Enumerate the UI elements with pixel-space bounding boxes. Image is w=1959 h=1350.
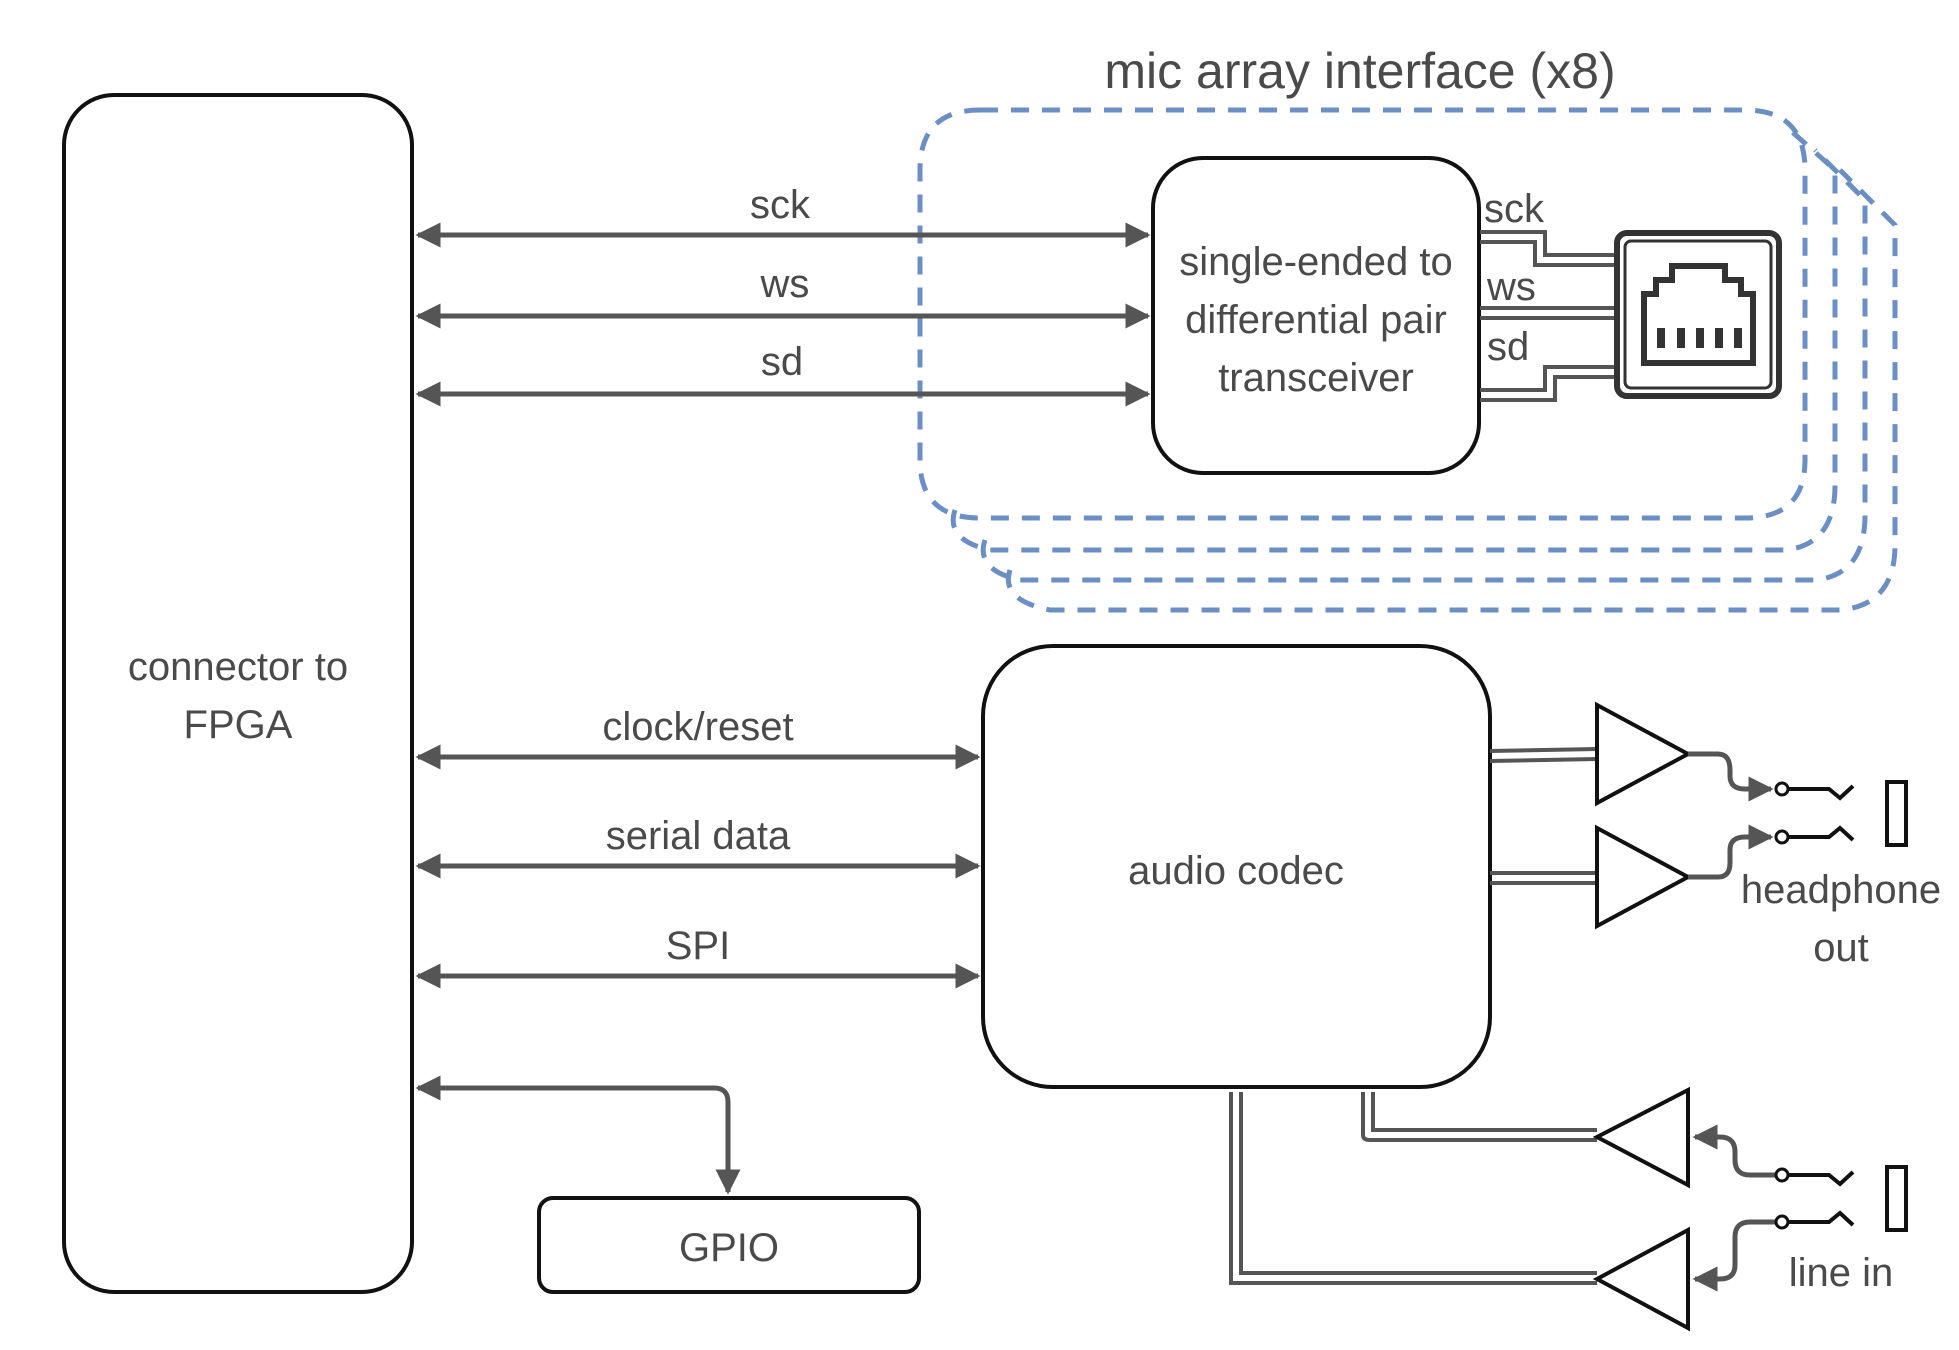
connector-label-line1: connector to — [128, 645, 348, 689]
connector-to-fpga-block — [62, 93, 414, 1294]
mic-array-dashed-outline-3 — [1006, 168, 1898, 613]
ethernet-port-icon — [1614, 230, 1782, 399]
line-in-label: line in — [1789, 1251, 1894, 1295]
headphone-out-arrow-2 — [1688, 824, 1774, 880]
gpio-arrow — [415, 1075, 741, 1195]
line-in-amp-1 — [1361, 1086, 1690, 1189]
headphone-out-arrow-1 — [1688, 751, 1774, 802]
headphone-out-label-line1: headphone — [1741, 868, 1941, 912]
ws-label: ws — [760, 262, 810, 306]
line-in-arrow-1 — [1692, 1124, 1775, 1178]
diff-sck-label: sck — [1484, 187, 1545, 231]
mic-array-dashed-outline — [917, 107, 1808, 521]
clock-reset-label: clock/reset — [602, 705, 793, 749]
serial-data-label: serial data — [606, 814, 791, 858]
audio-jack-icon — [1774, 1165, 1908, 1232]
gpio-block — [537, 1196, 921, 1294]
sd-label: sd — [761, 340, 803, 384]
transceiver-label-line2: differential pair — [1185, 298, 1447, 342]
transceiver-block — [1151, 156, 1481, 475]
mic-array-dashed-outline-1 — [950, 128, 1838, 553]
headphone-amp-1 — [1489, 701, 1693, 807]
audio-codec-label: audio codec — [1128, 849, 1344, 893]
spi-label: SPI — [666, 924, 730, 968]
transceiver-label-line3: transceiver — [1218, 356, 1414, 400]
line-in-arrow-2 — [1692, 1219, 1775, 1292]
sck-label: sck — [750, 183, 811, 227]
headphone-amp-2 — [1490, 824, 1693, 930]
line-in-amp-2 — [1229, 1092, 1690, 1332]
gpio-label: GPIO — [679, 1226, 779, 1270]
transceiver-label-line1: single-ended to — [1179, 240, 1453, 284]
audio-codec-block — [981, 644, 1492, 1089]
mic-array-group: mic array interface (x8) — [917, 43, 1898, 613]
mic-array-title: mic array interface (x8) — [1104, 43, 1615, 99]
diff-ws-label: ws — [1486, 265, 1536, 309]
differential-pairs — [1480, 230, 1617, 402]
audio-jack-icon — [1774, 780, 1908, 847]
connector-label-line2: FPGA — [184, 703, 293, 747]
diff-sd-label: sd — [1487, 325, 1529, 369]
mic-array-dashed-outline-2 — [980, 148, 1868, 583]
headphone-out-label-line2: out — [1813, 926, 1869, 970]
